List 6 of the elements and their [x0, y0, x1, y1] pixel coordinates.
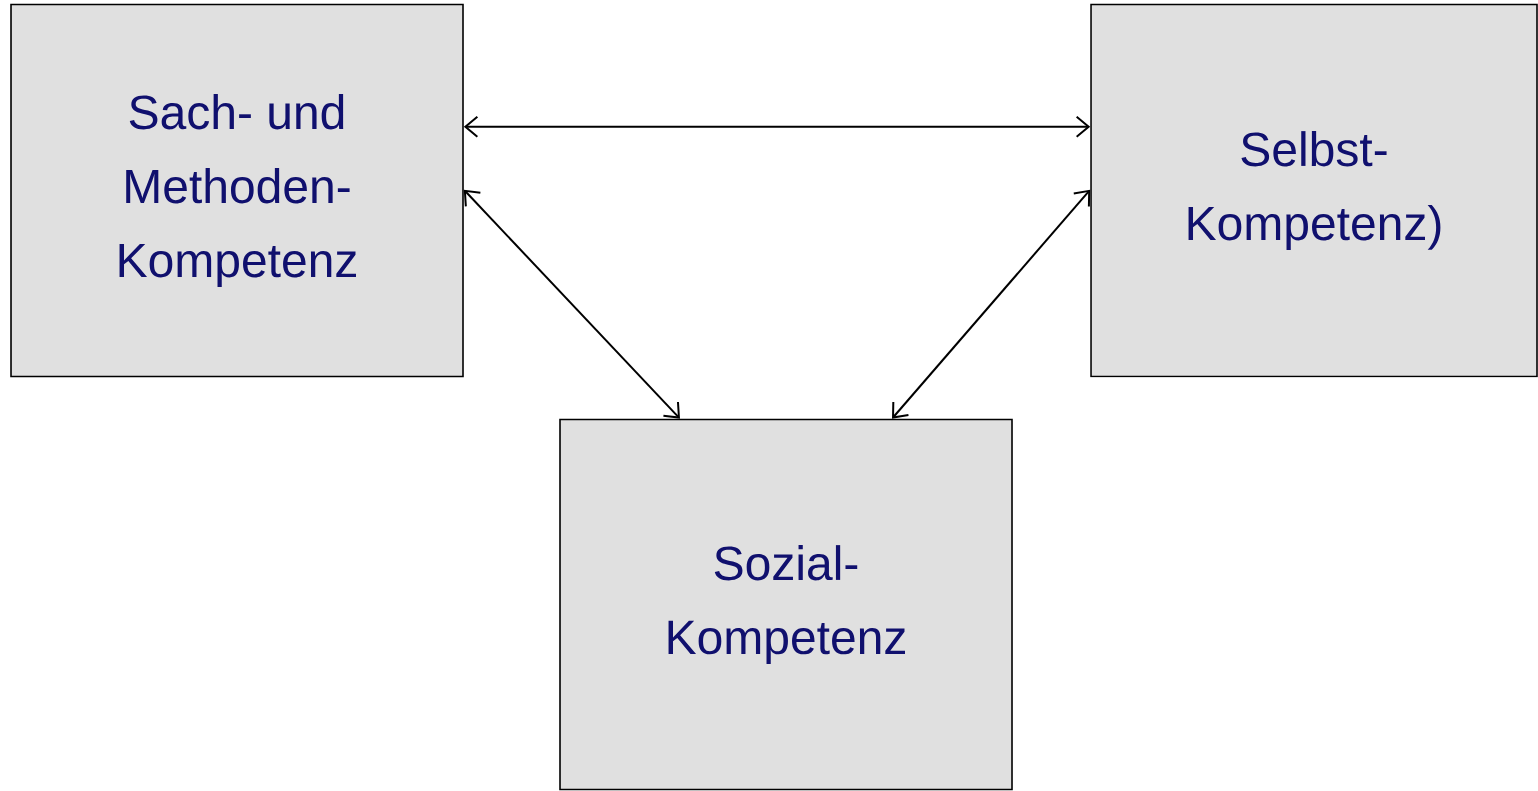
competence-box: Selbst- Kompetenz) [1090, 3, 1538, 378]
competence-box: Sach- und Methoden- Kompetenz [10, 3, 464, 378]
double-arrow [892, 189, 1091, 419]
competence-box: Sozial- Kompetenz [559, 418, 1013, 791]
double-arrow [463, 189, 680, 419]
double-arrow [463, 115, 1091, 138]
